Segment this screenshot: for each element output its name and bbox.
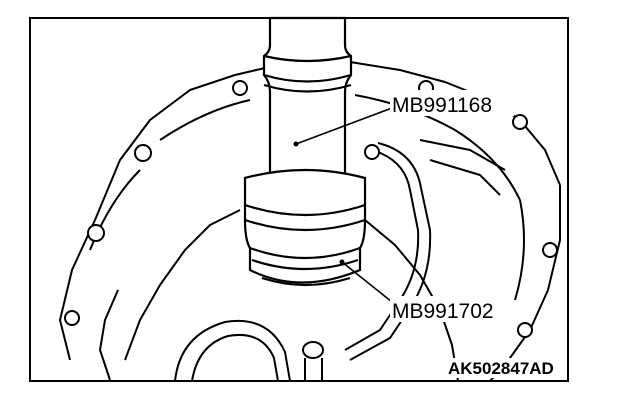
tool-shaft (262, 16, 353, 182)
figure-code: AK502847AD (448, 359, 554, 378)
seal-installer (243, 168, 367, 287)
callout-mb991702: MB991702 (392, 300, 494, 323)
leader-lines (295, 107, 393, 303)
callout-mb991168: MB991168 (392, 94, 492, 117)
figure-code-bg (446, 358, 566, 378)
label-bg-lower (390, 296, 514, 322)
leader-dot-lower (339, 259, 345, 265)
bore-housing (174, 319, 324, 382)
label-bg-upper (390, 90, 514, 116)
leader-dot-upper (293, 141, 299, 147)
bolt-bosses (64, 80, 558, 338)
